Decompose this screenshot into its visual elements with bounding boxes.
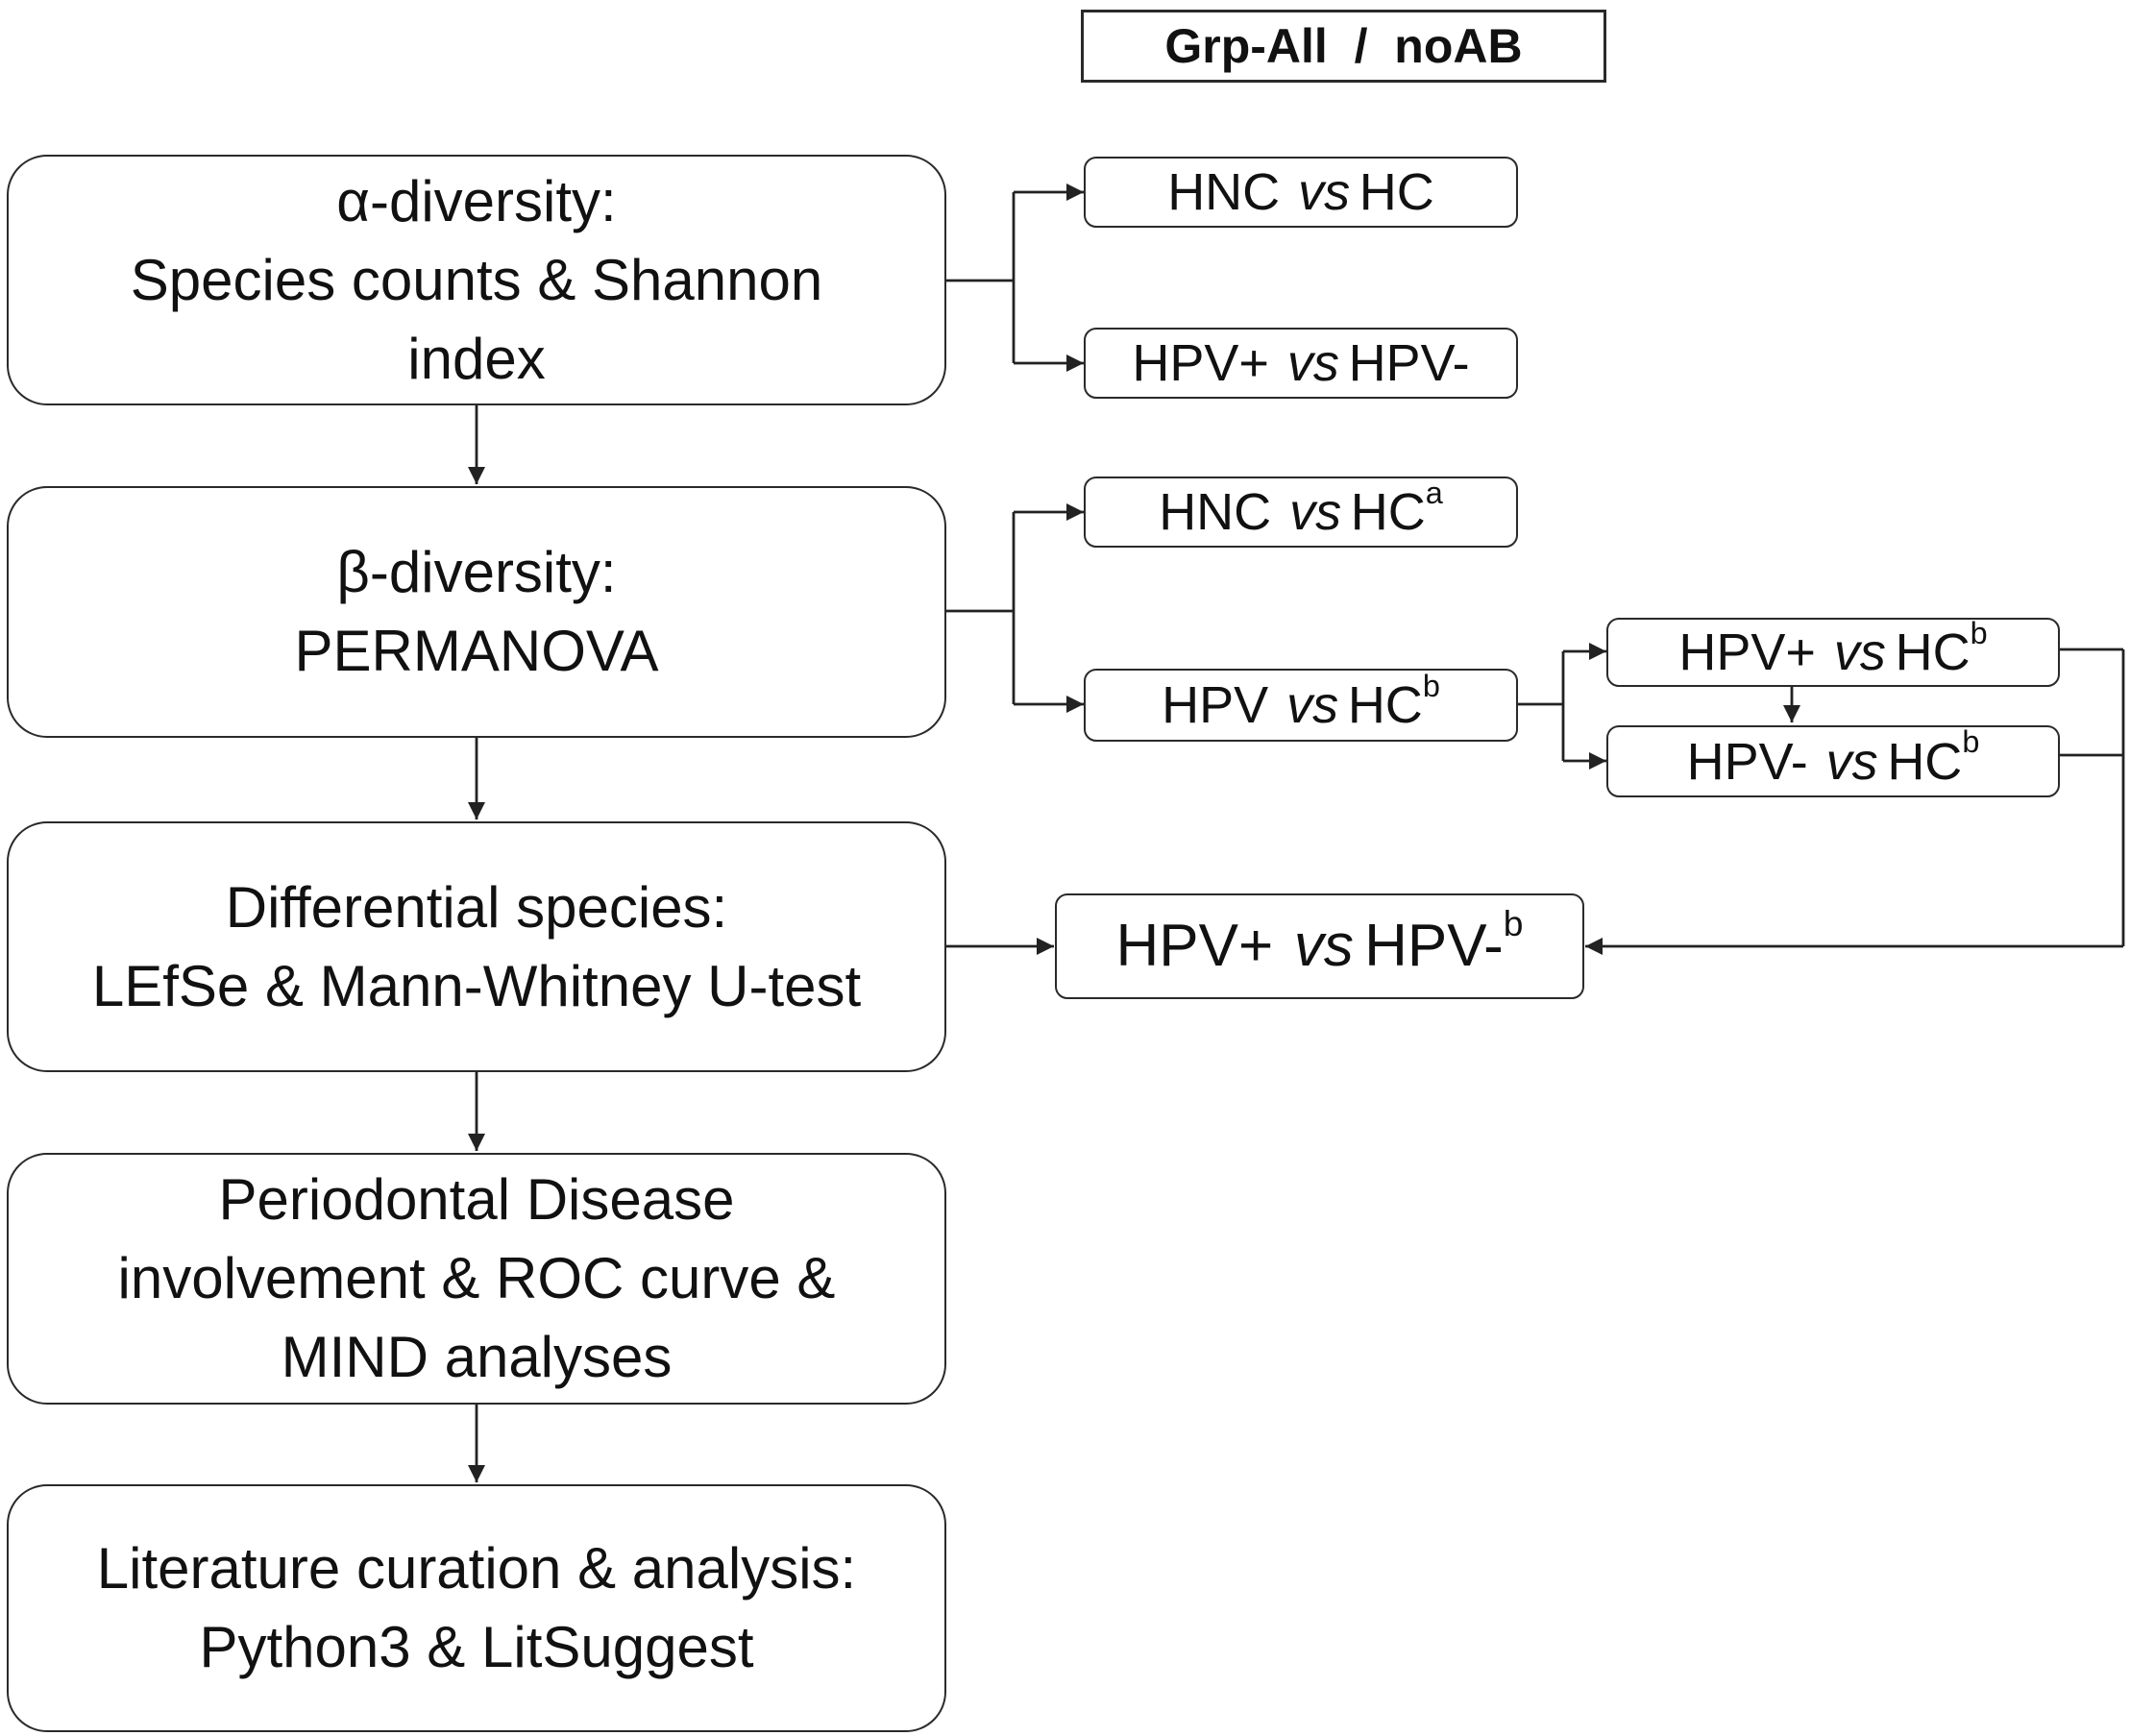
comparison-vs: vs: [1293, 913, 1354, 979]
step-beta-diversity: β-diversity: PERMANOVA: [7, 486, 946, 738]
step-line: LEfSe & Mann-Whitney U-test: [91, 953, 862, 1018]
step-line: MIND analyses: [281, 1325, 673, 1389]
comparison-right: HC: [1350, 483, 1426, 541]
step-line: Differential species:: [225, 874, 728, 940]
step-literature-curation-text: Literature curation & analysis: Python3 …: [97, 1529, 856, 1687]
comparison-footnote: a: [1425, 475, 1443, 510]
comparison-right: HPV-: [1364, 913, 1504, 979]
step-beta-diversity-text: β-diversity: PERMANOVA: [295, 533, 659, 691]
comparison-left: HPV+: [1132, 334, 1269, 392]
comparison-left: HPV-: [1686, 732, 1808, 791]
comparison-right: HC: [1895, 623, 1971, 681]
comparison-right: HC: [1887, 732, 1963, 791]
comparison-footnote: b: [1970, 615, 1988, 650]
comparison-left: HPV: [1162, 676, 1269, 734]
step-alpha-diversity-text: α-diversity: Species counts & Shannon in…: [131, 162, 823, 399]
comparison-vs: vs: [1825, 732, 1878, 791]
comparison-footnote: b: [1422, 668, 1440, 703]
comparison-vs: vs: [1286, 676, 1339, 734]
step-literature-curation: Literature curation & analysis: Python3 …: [7, 1484, 946, 1732]
comparison-right: HC: [1347, 676, 1423, 734]
comparison-footnote: b: [1962, 724, 1980, 760]
comparison-left: HPV+: [1678, 623, 1816, 681]
step-line: Periodontal Disease: [218, 1167, 735, 1232]
step-line: Python3 & LitSuggest: [199, 1615, 754, 1679]
step-periodontal-disease-text: Periodontal Disease involvement & ROC cu…: [118, 1161, 836, 1397]
step-line: involvement & ROC curve &: [117, 1246, 836, 1310]
step-periodontal-disease: Periodontal Disease involvement & ROC cu…: [7, 1153, 946, 1405]
step-differential-species: Differential species: LEfSe & Mann-Whitn…: [7, 821, 946, 1072]
comparison-left: HNC: [1167, 163, 1281, 221]
comparison-vs: vs: [1289, 483, 1342, 541]
step-line: α-diversity:: [336, 168, 617, 233]
step-line: index: [407, 326, 546, 391]
comparison-vs: vs: [1298, 163, 1351, 221]
step-line: Literature curation & analysis:: [96, 1536, 857, 1601]
step-alpha-diversity: α-diversity: Species counts & Shannon in…: [7, 155, 946, 405]
group-header-label: Grp-All / noAB: [1164, 19, 1523, 73]
comparison-right: HC: [1359, 163, 1434, 221]
step-differential-species-text: Differential species: LEfSe & Mann-Whitn…: [92, 868, 861, 1026]
group-header: Grp-All / noAB: [1081, 10, 1606, 83]
step-line: β-diversity:: [336, 540, 617, 604]
step-line: PERMANOVA: [294, 619, 659, 683]
comparison-left: HNC: [1159, 483, 1272, 541]
comparison-right: HPV-: [1348, 334, 1470, 392]
step-line: Species counts & Shannon: [130, 247, 823, 312]
comparison-vs: vs: [1286, 334, 1339, 392]
comparison-left: HPV+: [1115, 913, 1274, 979]
comparison-vs: vs: [1833, 623, 1886, 681]
comparison-footnote: b: [1503, 903, 1524, 944]
